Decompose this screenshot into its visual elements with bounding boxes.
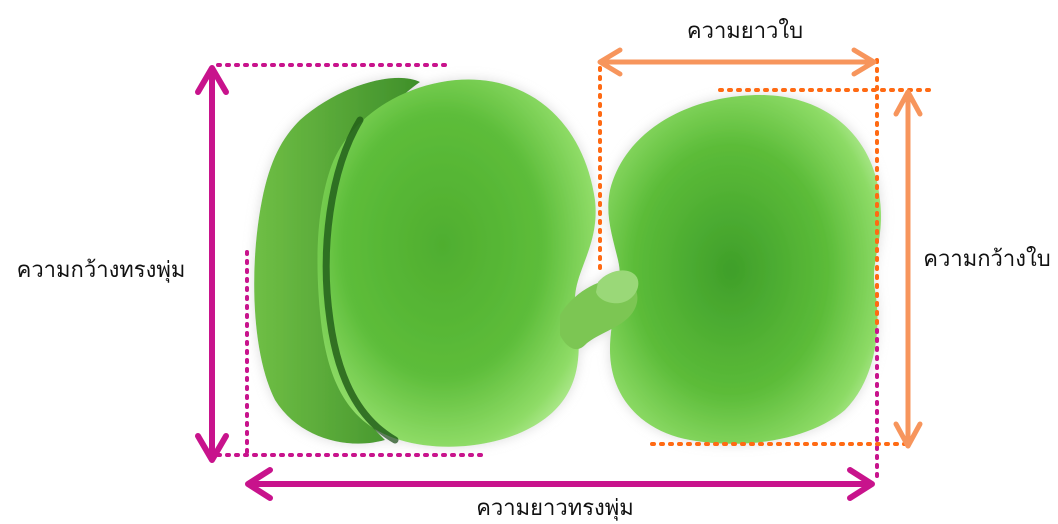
- canopy-width-arrow: [198, 68, 226, 460]
- seedling-image: [254, 78, 881, 447]
- left-leaf: [317, 80, 595, 447]
- leaf-length-arrow: [600, 50, 874, 74]
- canopy-length-arrow: [248, 470, 872, 498]
- leaf-width-label: ความกว้างใบ: [923, 246, 1050, 272]
- right-leaf: [608, 95, 881, 444]
- canopy-width-label: ความกว้างทรงพุ่ม: [17, 258, 186, 283]
- leaf-length-label: ความยาวใบ: [687, 18, 803, 44]
- leaf-width-arrow: [896, 92, 920, 446]
- canopy-length-label: ความยาวทรงพุ่ม: [476, 496, 634, 521]
